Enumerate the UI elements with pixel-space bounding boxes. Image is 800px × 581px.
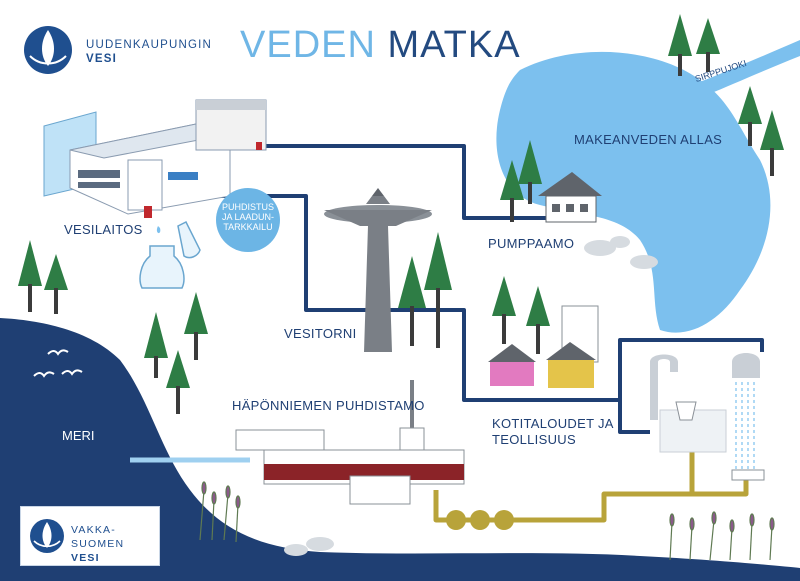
badge-circle [216,188,280,252]
houses [488,305,599,388]
label-pumppaamo: PUMPPAAMO [488,236,575,251]
top-logo-line2: VESI [86,53,118,65]
waste-water-pipe [433,450,749,523]
label-puhdistus: PUHDISTUS JA LAADUN- TARKKAILU [212,202,284,232]
rocks [284,236,658,556]
treatment-plant [235,380,465,505]
bottom-logo-text: VAKKA-SUOMEN VESI [71,523,159,565]
kotitaloudet-line2: TEOLLISUUS [492,432,576,447]
clean-water-pipes [200,144,764,434]
puhdistus-line3: TARKKAILU [223,222,273,232]
sea-area [0,318,800,581]
label-vesitorni: VESITORNI [284,326,357,341]
uudenkaupungin-vesi-logo-icon [24,26,72,74]
label-makeanveden-allas: MAKEANVEDEN ALLAS [574,132,723,147]
puhdistus-line1: PUHDISTUS [221,202,274,212]
river [650,40,800,112]
title-part2: MATKA [387,24,521,66]
bottom-logo-line1: VAKKA-SUOMEN [71,524,125,550]
bottom-logo-line2: VESI [71,552,100,564]
label-puhdistamo: HÄPÖNNIEMEN PUHDISTAMO [232,398,425,413]
pump-house [538,172,602,223]
trees [18,14,784,414]
label-vesilaitos: VESILAITOS [64,222,143,237]
title-part1: VEDEN [240,24,376,66]
reeds [199,481,775,561]
pump-valves [446,510,514,530]
top-logo-text: UUDENKAUPUNGIN VESI [86,38,212,66]
water-tower [324,188,432,352]
kotitaloudet-line1: KOTITALOUDET JA [492,416,614,431]
label-kotitaloudet: KOTITALOUDET JA TEOLLISUUS [492,416,614,448]
top-logo-line1: UUDENKAUPUNGIN [86,39,213,51]
vakka-suomen-logo-icon [30,519,64,553]
water-plant-building [43,99,267,218]
seagulls [33,349,83,378]
vakka-suomen-logo-box: VAKKA-SUOMEN VESI [20,506,160,566]
lake-area [496,51,771,333]
page-title: VEDEN MATKA [240,24,521,67]
household-fixtures [650,353,765,481]
puhdistus-line2: JA LAADUN- [221,212,274,222]
lab-flasks-icon [139,220,201,289]
label-meri: MERI [62,428,95,443]
